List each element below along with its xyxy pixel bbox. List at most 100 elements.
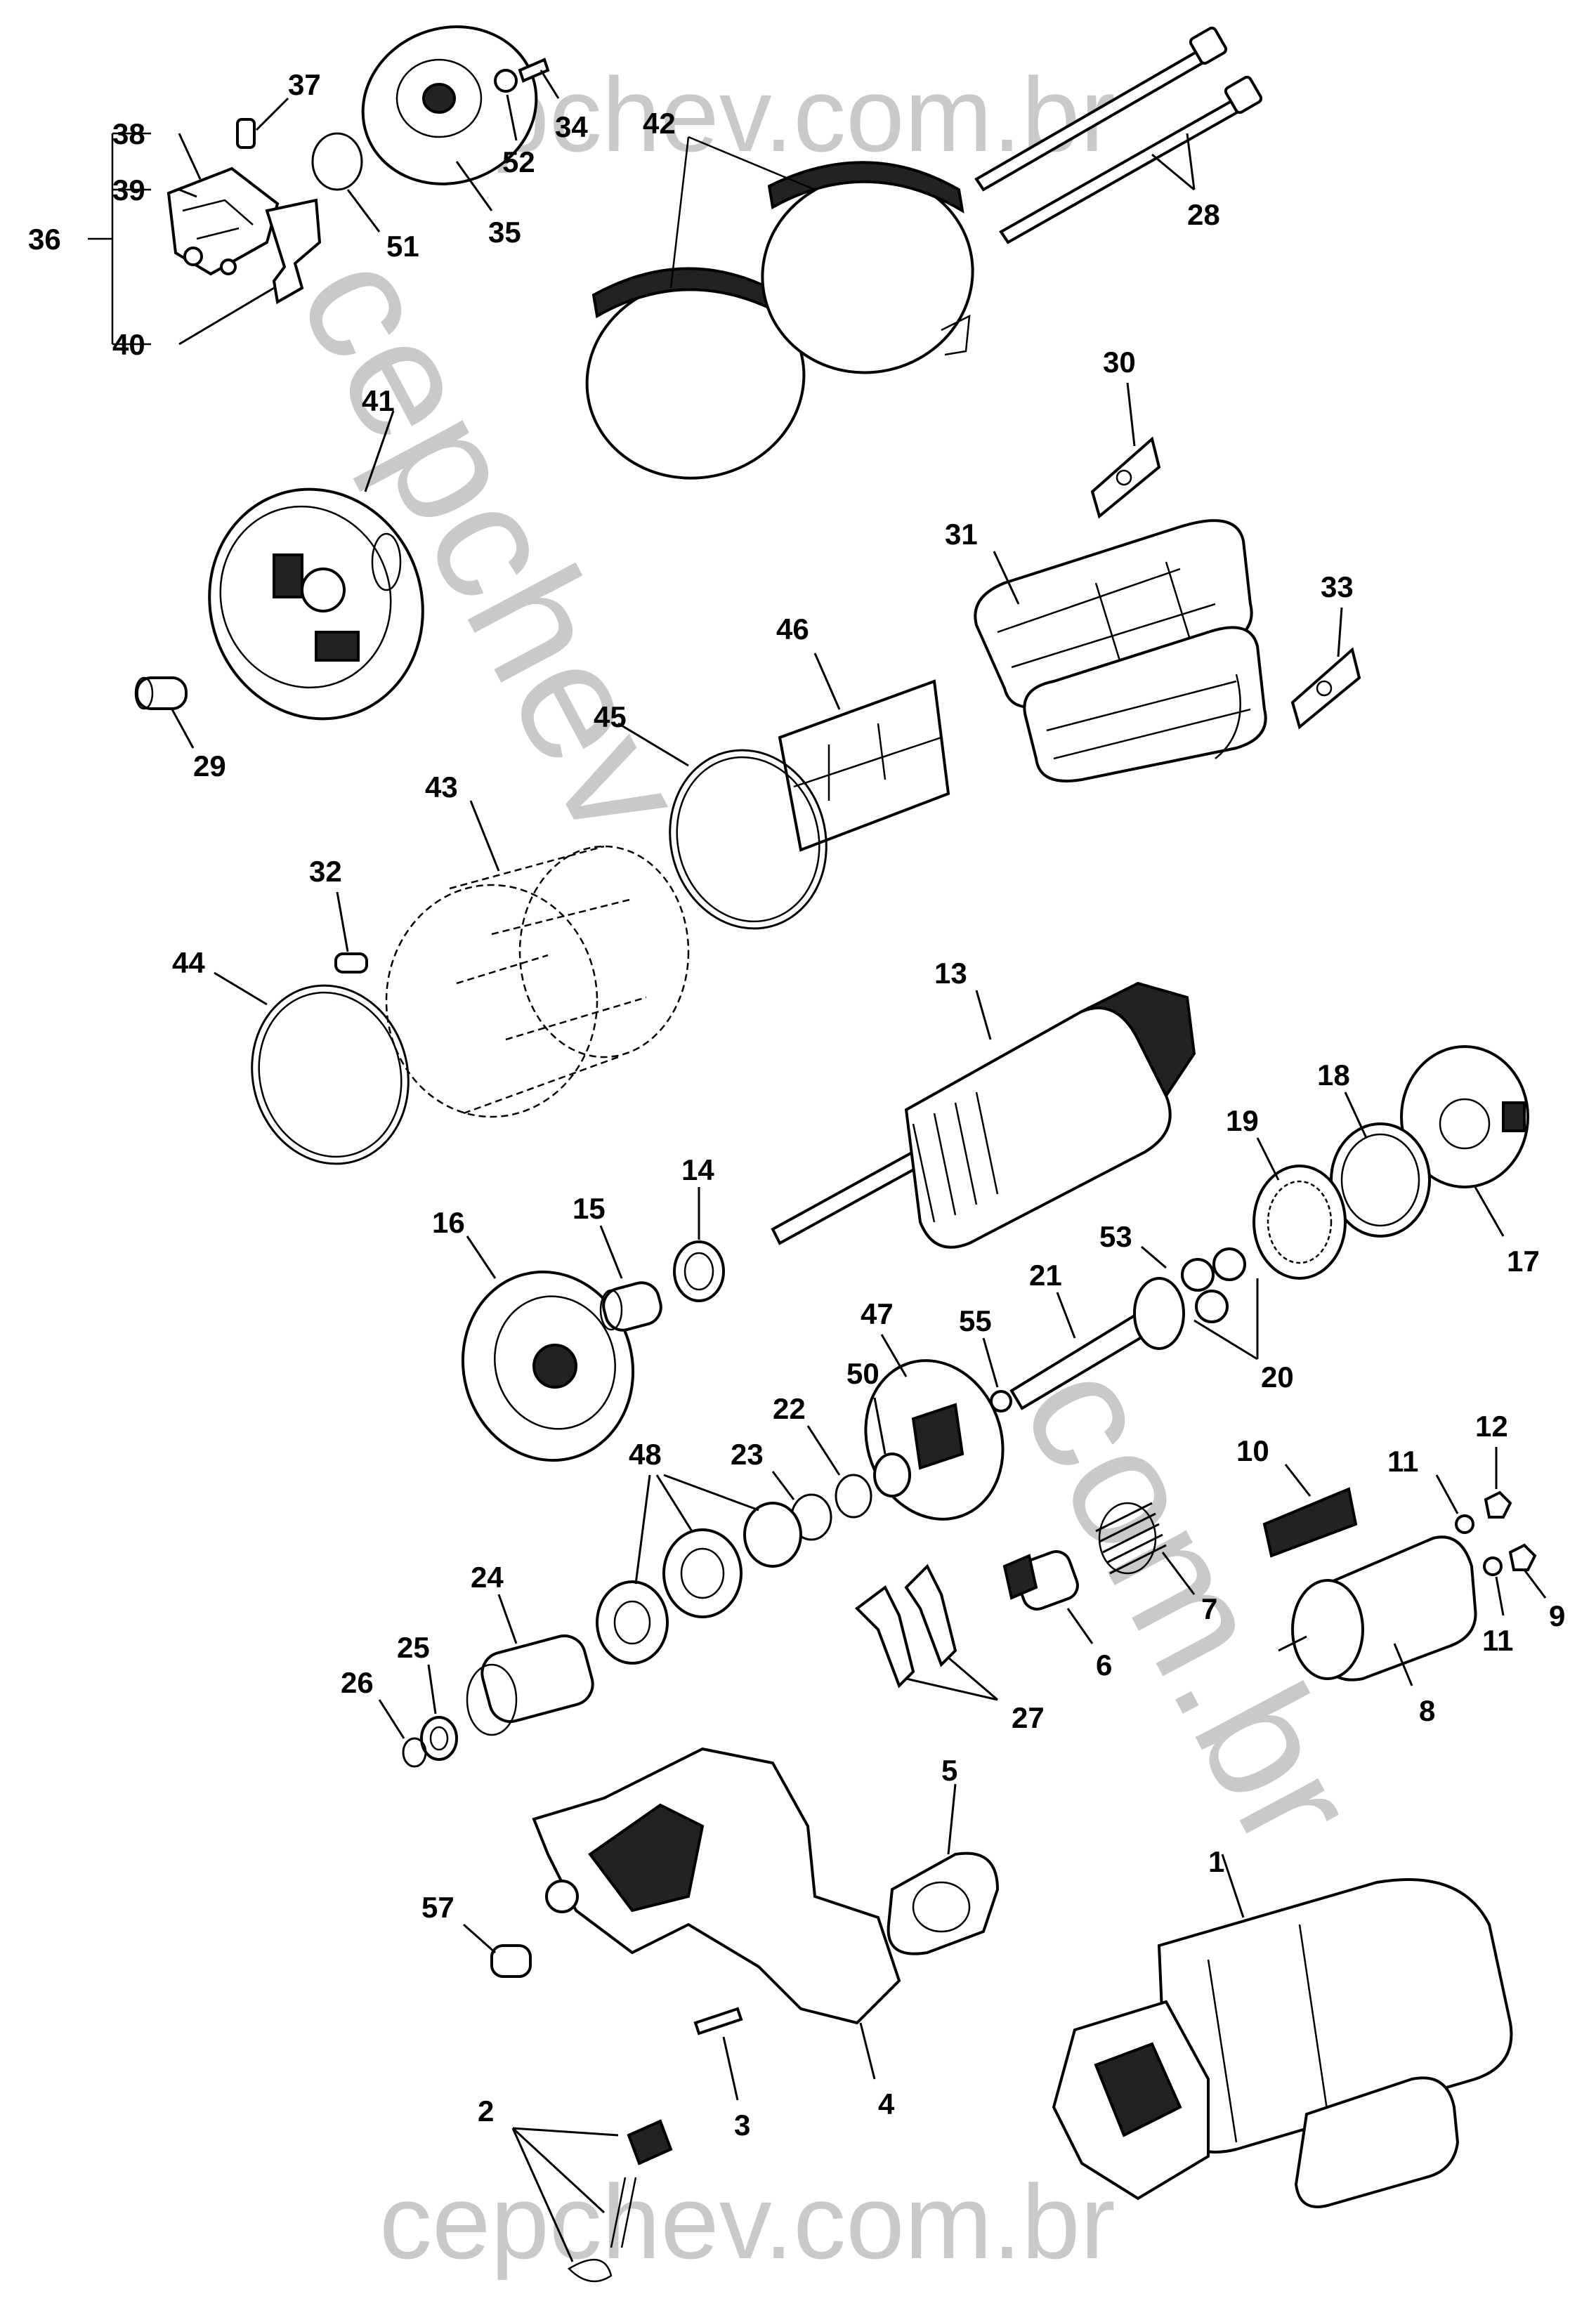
end-frame-41 xyxy=(208,410,424,721)
pole-retainer-46 xyxy=(778,653,950,852)
label-20: 20 xyxy=(1261,1361,1294,1394)
label-43: 43 xyxy=(425,771,458,804)
bushing-57 xyxy=(463,1923,532,1978)
label-39: 39 xyxy=(112,173,145,206)
screw-37 xyxy=(236,97,289,149)
label-51: 51 xyxy=(386,230,419,263)
insulator-30 xyxy=(1090,382,1161,519)
bushing-50 xyxy=(873,1397,911,1497)
label-8: 8 xyxy=(1419,1694,1435,1727)
label-55: 55 xyxy=(959,1304,992,1337)
label-11b: 11 xyxy=(1482,1624,1513,1657)
o-ring-45 xyxy=(617,722,828,930)
label-22: 22 xyxy=(773,1392,806,1425)
spring-7 xyxy=(1095,1502,1196,1595)
part-labels: 1 2 3 4 5 6 7 8 9 10 11 11 12 13 14 15 1… xyxy=(28,68,1565,2142)
brush-holder-assembly xyxy=(88,132,322,346)
washer-11a xyxy=(1435,1474,1474,1534)
field-coils-31 xyxy=(974,519,1267,782)
drive-housing-4 xyxy=(532,1747,901,2080)
label-46: 46 xyxy=(776,612,809,645)
label-17: 17 xyxy=(1507,1245,1540,1278)
bolt-3 xyxy=(693,2007,743,2101)
label-12: 12 xyxy=(1475,1410,1508,1443)
ring-gear-19 xyxy=(1252,1137,1347,1280)
gasket-5 xyxy=(887,1783,1000,1955)
end-cap-35 xyxy=(361,25,538,211)
label-35: 35 xyxy=(488,216,521,249)
label-4: 4 xyxy=(878,2087,895,2120)
armature-13 xyxy=(771,981,1196,1249)
band-42 xyxy=(585,136,974,480)
label-48: 48 xyxy=(629,1438,662,1471)
nut-12 xyxy=(1484,1447,1512,1519)
label-38: 38 xyxy=(112,117,145,150)
plunger-6 xyxy=(1002,1550,1094,1644)
label-36: 36 xyxy=(28,223,61,256)
washer-11b xyxy=(1483,1556,1505,1616)
screw-34 xyxy=(518,58,560,99)
pinion-24 xyxy=(466,1594,594,1736)
label-57: 57 xyxy=(421,1891,454,1924)
o-ring-44 xyxy=(214,971,410,1165)
collar-25 xyxy=(420,1664,458,1761)
bearing-18 xyxy=(1330,1092,1431,1238)
label-47: 47 xyxy=(861,1297,894,1330)
label-2: 2 xyxy=(478,2094,494,2128)
label-30: 30 xyxy=(1103,346,1136,379)
fork-parts-2 xyxy=(511,2119,673,2283)
label-3: 3 xyxy=(734,2109,750,2142)
insulator-33 xyxy=(1290,607,1361,730)
through-bolts-28 xyxy=(974,26,1263,244)
label-23: 23 xyxy=(731,1438,764,1471)
retainer-26 xyxy=(378,1699,427,1768)
label-14: 14 xyxy=(681,1153,714,1186)
solenoid-8 xyxy=(1278,1535,1477,1686)
fork-levers-27 xyxy=(854,1563,998,1701)
ring-22 xyxy=(806,1425,872,1519)
label-9: 9 xyxy=(1549,1599,1565,1632)
label-10: 10 xyxy=(1236,1434,1269,1467)
label-31: 31 xyxy=(945,518,978,551)
starter-assembly-1 xyxy=(1052,1854,1513,2208)
label-50: 50 xyxy=(846,1357,879,1390)
clutch-parts-48 xyxy=(596,1474,802,1665)
label-42: 42 xyxy=(643,107,676,140)
label-19: 19 xyxy=(1226,1104,1259,1137)
label-18: 18 xyxy=(1317,1058,1350,1092)
label-32: 32 xyxy=(309,855,342,888)
washer-14 xyxy=(673,1187,725,1302)
label-1: 1 xyxy=(1208,1845,1224,1878)
label-5: 5 xyxy=(941,1754,957,1787)
gear-53 xyxy=(1141,1245,1167,1269)
planet-gears-20 xyxy=(1181,1247,1259,1361)
label-11a: 11 xyxy=(1387,1445,1418,1478)
label-40: 40 xyxy=(112,328,145,361)
drive-end-frame-16 xyxy=(461,1235,635,1462)
label-37: 37 xyxy=(288,68,321,101)
label-21: 21 xyxy=(1029,1259,1062,1292)
label-7: 7 xyxy=(1201,1592,1217,1625)
bushing-15 xyxy=(599,1225,662,1332)
label-44: 44 xyxy=(172,946,205,979)
label-24: 24 xyxy=(471,1561,504,1594)
label-29: 29 xyxy=(193,749,226,782)
label-28: 28 xyxy=(1187,198,1220,231)
label-52: 52 xyxy=(502,145,535,178)
label-27: 27 xyxy=(1012,1701,1045,1734)
label-53: 53 xyxy=(1099,1220,1132,1253)
label-25: 25 xyxy=(397,1631,430,1664)
bushing-29 xyxy=(134,676,195,749)
snap-ring-51 xyxy=(311,132,381,232)
label-13: 13 xyxy=(934,957,967,990)
output-shaft-21 xyxy=(1009,1277,1185,1410)
watermark-bottom: cepchev.com.br xyxy=(379,2163,1116,2281)
label-45: 45 xyxy=(594,700,627,733)
seal-10 xyxy=(1262,1464,1358,1558)
label-16: 16 xyxy=(432,1206,465,1239)
label-34: 34 xyxy=(555,110,588,143)
label-6: 6 xyxy=(1096,1648,1112,1681)
nut-9 xyxy=(1508,1543,1547,1599)
label-15: 15 xyxy=(573,1192,606,1225)
